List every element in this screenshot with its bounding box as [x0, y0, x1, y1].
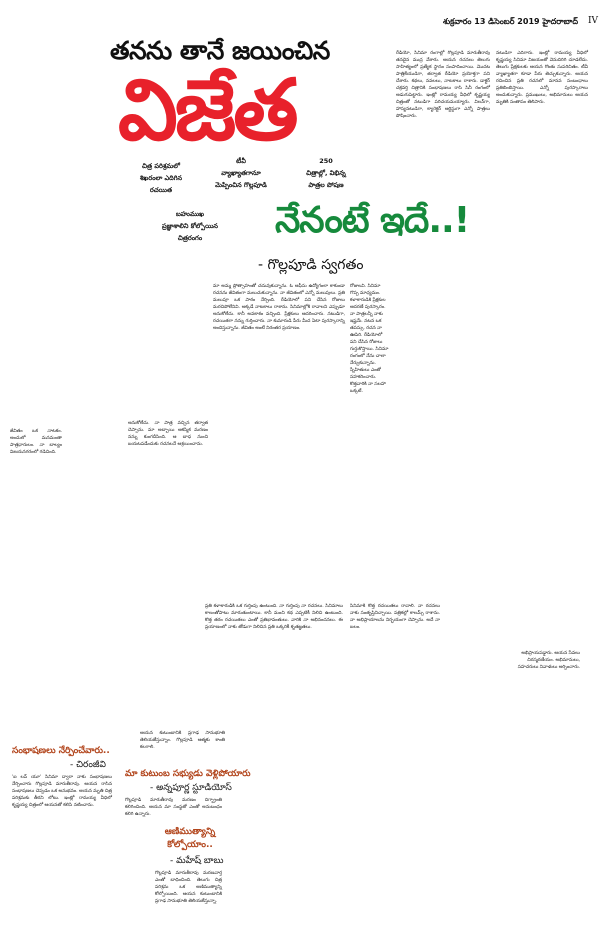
column-feature-narrow: రోజులవి. సినిమా గొప్ప మాధ్యమం. కళాకారుడి…: [350, 284, 389, 394]
caption-line: చిత్ర పరిశ్రమలో: [142, 162, 180, 170]
caption-films: 250 చిత్రాల్లో, విభిన్న పాత్రల పోషణ: [290, 155, 362, 191]
column-mid-a: ప్రతి కళాకారుడికి ఒక గుర్తింపు ఉంటుంది. …: [205, 604, 343, 630]
headline-kicker: తనను తానే జయించిన: [110, 36, 330, 65]
column-mid-b: సినిమాకి కొత్త రచయితలు రావాలి. నా రచనలు …: [350, 604, 440, 630]
caption-line: 250: [319, 157, 333, 165]
tribute-author: - చిరంజీవి: [70, 760, 106, 770]
tribute-title: ఆణిముత్యాన్ని కోల్పోయాం..: [164, 827, 216, 850]
dateline: శుక్రవారం 13 డిసెంబర్ 2019 హైదరాబాద్: [442, 17, 578, 26]
tribute-body: గొల్లపూడి మారుతీరావు మరణవార్త ఎంతో బాధిం…: [155, 871, 222, 904]
caption-line: బహుముఖ: [175, 210, 205, 218]
tribute-author: - అన్నపూర్ణ స్టూడియోస్: [150, 783, 232, 793]
page-number: IV: [588, 16, 599, 26]
headline-title: విజేత: [118, 61, 298, 159]
column-left-a: జీవితం ఒక నాటకం. అందులో మనమంతా పాత్రధారు…: [10, 429, 62, 455]
tribute-body: గొల్లపూడి మారుతీరావు మరణం దిగ్భ్రాంతి కల…: [125, 798, 222, 817]
column-mid-c: అభిప్రాయపడ్డారు. ఆయన సేవలు చిరస్మరణీయం. …: [517, 651, 580, 670]
feature-title: నేనంటే ఇదే..!: [275, 200, 470, 241]
caption-line: మెప్పించిన గొల్లపూడి: [215, 181, 267, 189]
tribute-body: 'ఐ లవ్ యూ' సినిమా ద్వారా నాకు సంభాషణలు న…: [12, 775, 112, 808]
caption-line: ప్రజ్ఞాశాలిని కోల్పోయిన: [161, 222, 218, 230]
caption-line: టీవీ: [236, 157, 246, 165]
tribute-pre: ఆయన కుటుంబానికి ప్రగాఢ సానుభూతి తెలియజేస…: [140, 731, 225, 750]
caption-line: పాత్రల పోషణ: [308, 181, 344, 189]
tribute-title: మా కుటుంబ సభ్యుడు వెళ్లిపోయారు: [125, 769, 251, 779]
column-feature-main: మా అమ్మ ప్రోత్సాహంతో చదువుకున్నాను. ఓ ఆఫ…: [213, 284, 345, 331]
caption-line: వ్యాఖ్యాతగానూ: [221, 169, 261, 177]
caption-line: రచయిత: [149, 186, 173, 194]
caption-line: శిఖరంలా ఎదిగిన: [139, 174, 183, 182]
column-left-b: అనుకోలేదు. నా పాత్ర వచ్చిన తర్వాత చెప్పా…: [128, 421, 208, 447]
caption-line: చిత్రాల్లో, విభిన్న: [306, 169, 346, 177]
caption-tv: టీవీ వ్యాఖ్యాతగానూ మెప్పించిన గొల్లపూడి: [198, 155, 284, 191]
tribute-title: సంభాషణలు నేర్పించేవారు..: [12, 746, 110, 756]
column-top-right-b: నటుడిగా ఎదిగారు. ఇంట్లో రామయ్య వీధిలో కృ…: [496, 51, 588, 105]
tribute-author: - మహేష్ బాబు: [170, 856, 224, 866]
loss-caption: బహుముఖ ప్రజ్ఞాశాలిని కోల్పోయిన చిత్రరంగం: [130, 208, 250, 244]
feature-byline: - గొల్లపూడి స్వగతం: [258, 257, 364, 273]
caption-line: చిత్రరంగం: [177, 234, 203, 242]
column-top-right-a: రేడియో, సినిమా రంగాల్లో గొల్లపూడి మారుతీ…: [396, 51, 490, 119]
caption-writer: చిత్ర పరిశ్రమలో శిఖరంలా ఎదిగిన రచయిత: [128, 160, 194, 196]
